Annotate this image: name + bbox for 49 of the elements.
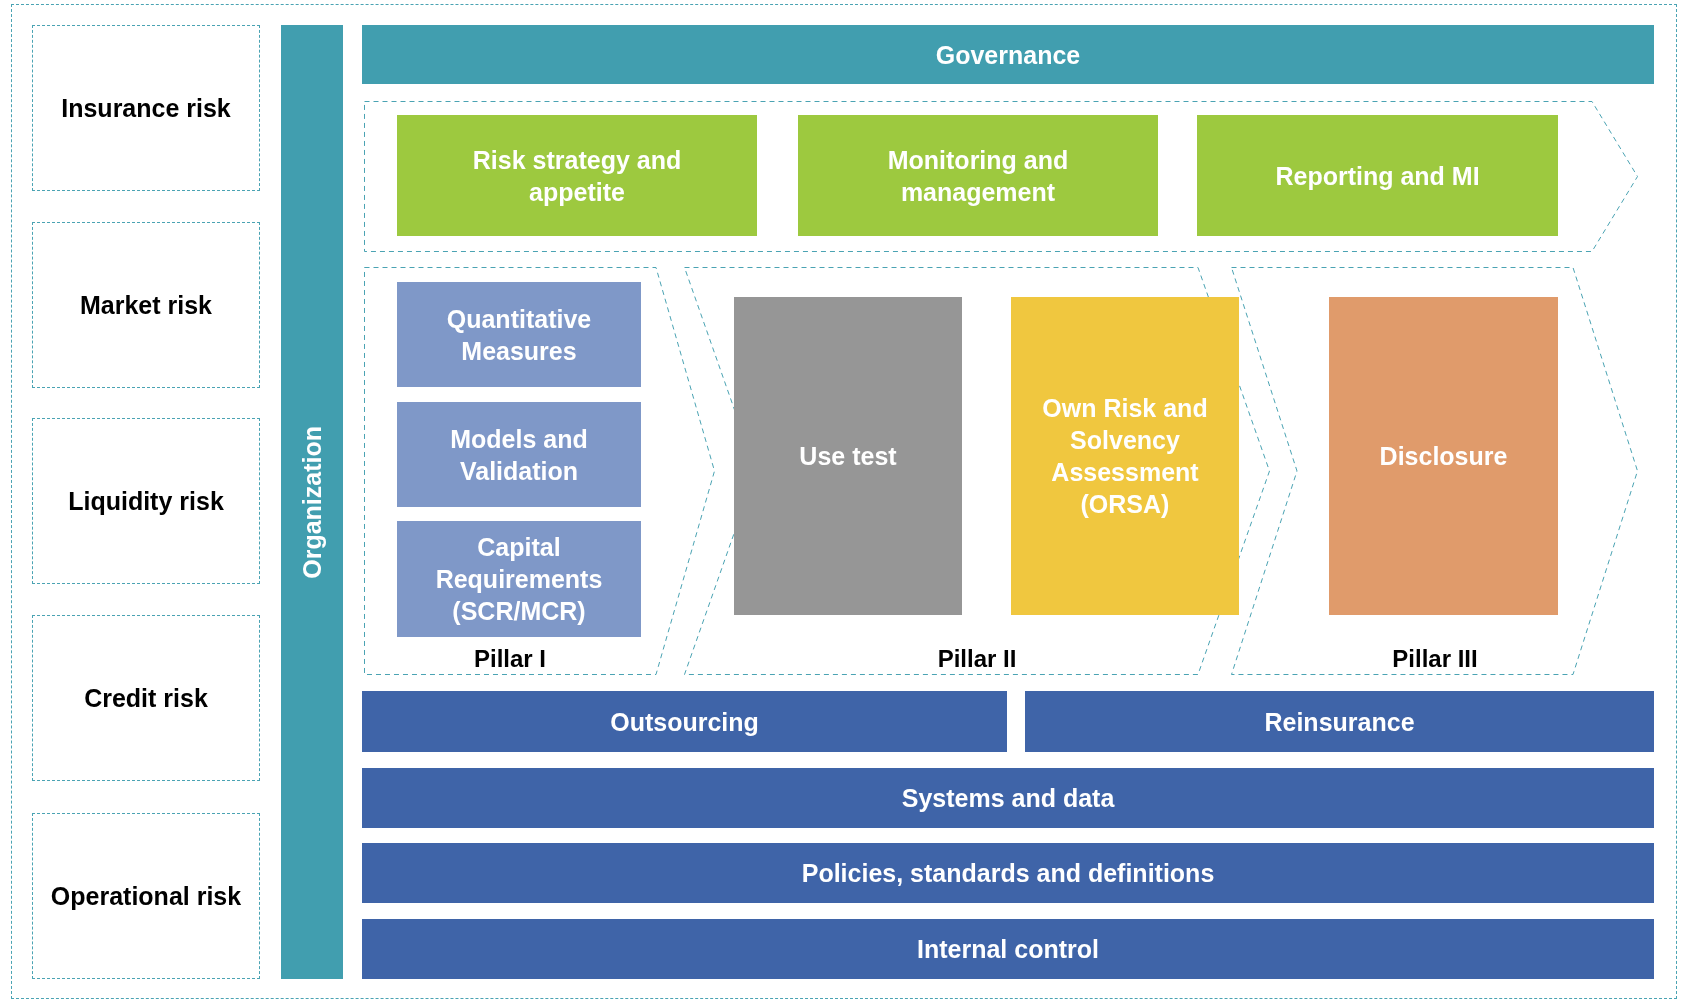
risk-category-box — [32, 615, 260, 781]
risk-category-box — [32, 222, 260, 388]
pillar-label: Pillar I — [472, 645, 547, 673]
box-label: Monitoring and management — [886, 144, 1070, 208]
box-label: Reporting and MI — [1274, 160, 1481, 192]
process-box — [397, 115, 757, 236]
layer-bar — [1025, 691, 1654, 752]
chevron-band — [364, 101, 1638, 252]
box-label: Reinsurance — [1263, 706, 1416, 738]
pillar-label: Pillar II — [936, 645, 1018, 673]
box-label: Quantitative Measures — [445, 303, 593, 367]
box-label: Risk strategy and appetite — [471, 144, 683, 208]
risk-label: Insurance risk — [60, 93, 232, 124]
risk-category-box — [32, 25, 260, 191]
layer-bar — [362, 768, 1654, 828]
box-label: Governance — [934, 39, 1082, 71]
risk-label: Credit risk — [83, 683, 209, 714]
process-box — [397, 402, 641, 507]
process-box — [1011, 297, 1239, 615]
box-label: Models and Validation — [449, 423, 589, 487]
box-label: Internal control — [916, 934, 1100, 965]
risk-label: Operational risk — [49, 881, 243, 912]
box-label: Use test — [798, 441, 898, 472]
risk-label: Market risk — [79, 290, 213, 321]
box-label: Systems and data — [900, 783, 1116, 814]
organization-bar — [281, 25, 343, 979]
risk-label: Liquidity risk — [67, 486, 225, 517]
layer-bar — [362, 919, 1654, 979]
box-label: Own Risk and Solvency Assessment (ORSA) — [1041, 393, 1209, 520]
chevron-band — [364, 267, 715, 675]
box-label: Capital Requirements (SCR/MCR) — [434, 532, 604, 627]
process-box — [1329, 297, 1558, 615]
box-label: Policies, standards and definitions — [800, 858, 1216, 889]
risk-category-box — [32, 813, 260, 979]
process-box — [397, 521, 641, 637]
process-box — [1197, 115, 1558, 236]
chevron-band — [684, 267, 1270, 675]
chevron-band — [1231, 267, 1638, 675]
layer-bar — [362, 691, 1007, 752]
process-box — [798, 115, 1158, 236]
layer-bar — [362, 25, 1654, 84]
process-box — [734, 297, 962, 615]
pillar-label: Pillar III — [1391, 645, 1479, 673]
box-label: Organization — [297, 425, 327, 579]
layer-bar — [362, 843, 1654, 903]
box-label: Disclosure — [1378, 441, 1509, 472]
risk-category-box — [32, 418, 260, 584]
box-label: Outsourcing — [609, 706, 760, 738]
process-box — [397, 282, 641, 387]
